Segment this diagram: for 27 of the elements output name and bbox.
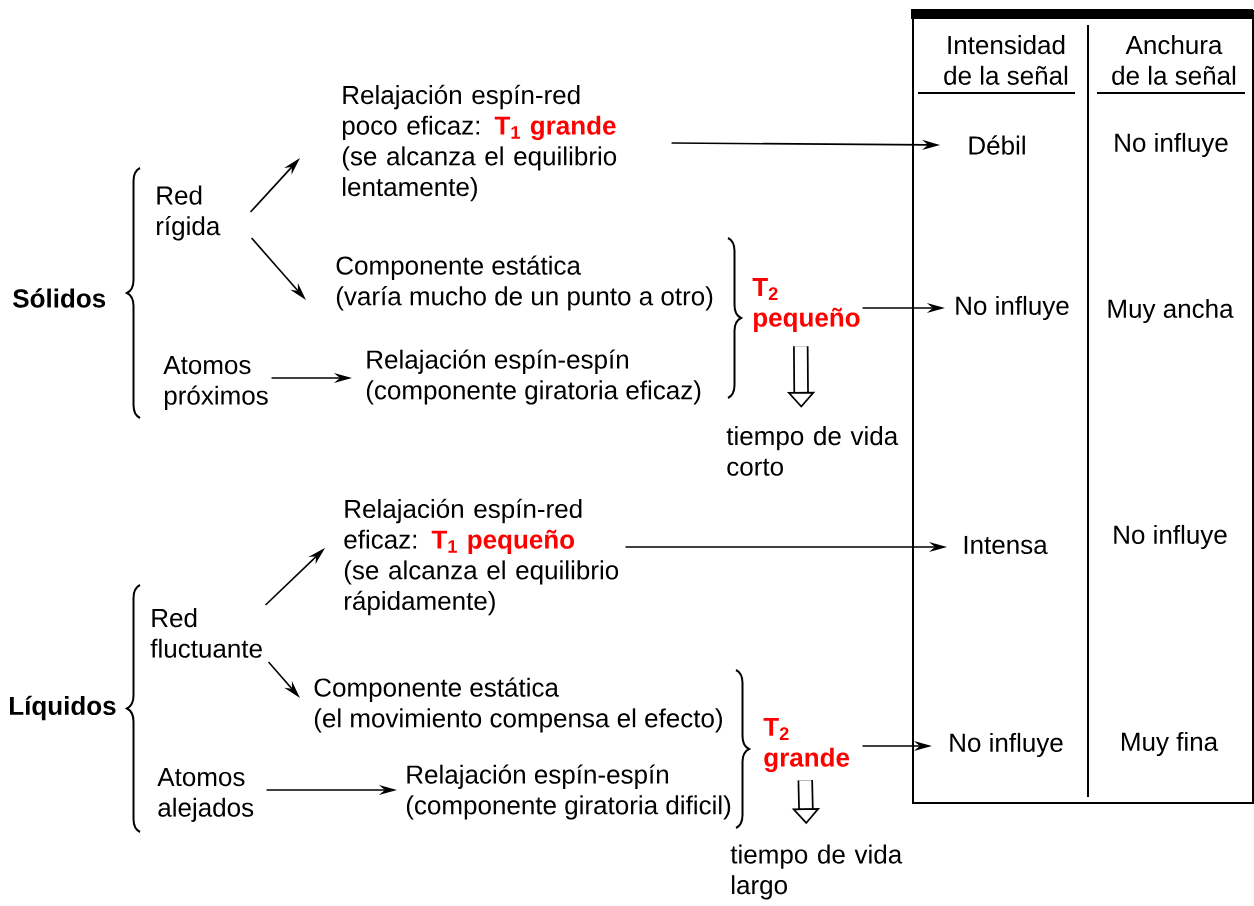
column-header: Anchura de la señal: [1112, 35, 1236, 85]
table-cell: No influye: [956, 295, 1069, 321]
result-text: tiempo de vida corto: [726, 426, 899, 476]
table-cell: Intensa: [964, 535, 1048, 555]
table-frame: [911, 9, 1254, 804]
effect-text: Componente estática (el movimiento compensa el efecto): [314, 677, 722, 733]
factor-label: Atomos alejados: [157, 768, 254, 822]
table-cell: No influye: [950, 732, 1063, 758]
table-cell: No influye: [1115, 132, 1228, 158]
factor-label: Red fluctuante: [150, 608, 262, 658]
factor-label: Atomos próximos: [163, 356, 268, 410]
category-label: Líquidos: [10, 695, 116, 721]
result-text: T$_{2}$ pequeño: [752, 278, 860, 332]
table-cell: No influye: [1114, 524, 1227, 550]
category-label: Sólidos: [13, 288, 106, 308]
result-text: tiempo de vida largo: [730, 844, 903, 900]
table-cell: Muy fina: [1122, 731, 1219, 757]
effect-text: Relajación espín-espín (componente giratoria eficaz): [366, 349, 701, 405]
table-cell: Débil: [969, 135, 1025, 155]
effect-text: Relajación espín-red poco eficaz: T$_{1}$ grande (se alcanza el equilibrio lentamente): [342, 84, 617, 202]
effect-text: Componente estática (varía mucho de un punto a otro): [336, 255, 713, 311]
effect-text: Relajación espín-espín (componente giratoria dificil): [406, 764, 731, 820]
factor-label: Red rígida: [157, 185, 221, 241]
column-header: Intensidad de la señal: [944, 35, 1068, 85]
effect-text: Relajación espín-red eficaz: T$_{1}$ pequeño (se alcanza el equilibrio rápidamente): [344, 498, 619, 616]
result-text: T$_{2}$ grande: [763, 717, 850, 772]
table-cell: Muy ancha: [1108, 298, 1234, 324]
